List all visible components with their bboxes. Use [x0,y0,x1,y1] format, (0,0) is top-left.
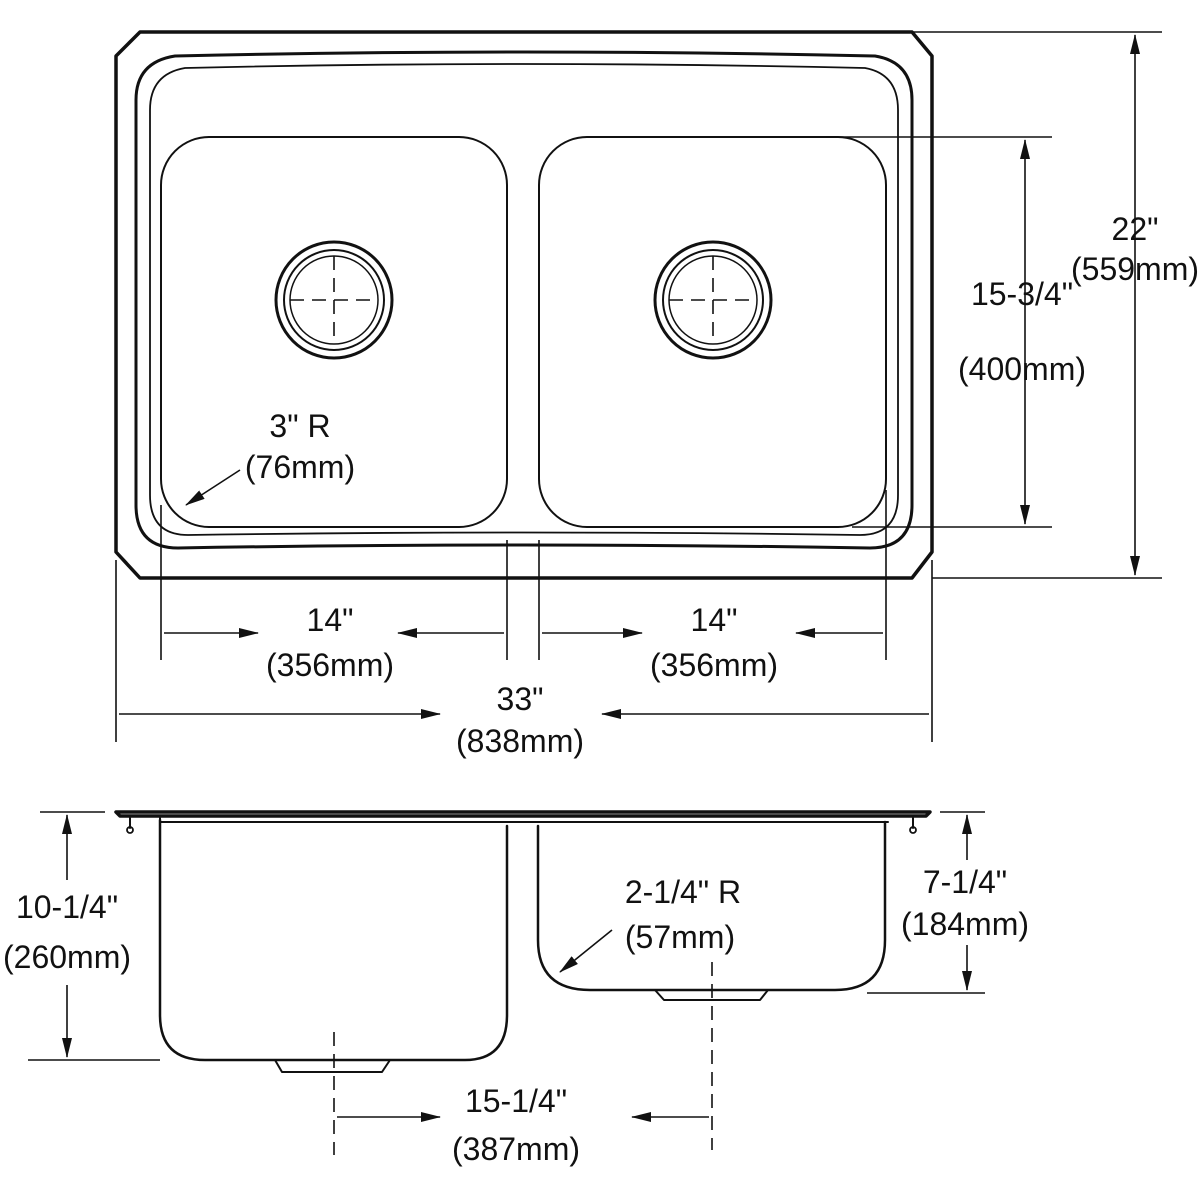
overall-depth-metric: (559mm) [1071,251,1199,287]
corner-radius-leader [185,469,241,506]
corner-radius-imperial: 3" R [269,408,330,444]
overall-depth-imperial: 22" [1112,211,1159,247]
right-depth-imperial: 7-1/4" [923,864,1007,900]
right-bowl-width-imperial: 14" [691,602,738,638]
left-depth-metric: (260mm) [3,939,131,975]
top-view: 22" (559mm) 15-3/4" (400mm) 3" R (76mm) … [114,30,1199,759]
side-view: 10-1/4" (260mm) 7-1/4" (184mm) 2-1/4" R … [3,810,1029,1167]
left-depth-imperial: 10-1/4" [16,889,118,925]
overall-width-metric: (838mm) [456,723,584,759]
left-bowl-drain-flange [274,1059,391,1073]
right-depth-metric: (184mm) [901,906,1029,942]
left-bowl-width-metric: (356mm) [266,647,394,683]
side-deck-lip [129,817,914,829]
bottom-radius-imperial: 2-1/4" R [625,874,741,910]
extension-lines-top [115,31,1162,742]
drain-spacing-imperial: 15-1/4" [465,1083,567,1119]
right-bowl-outline [538,136,887,528]
bowl-depth-imperial: 15-3/4" [971,276,1073,312]
drain-spacing-metric: (387mm) [452,1131,580,1167]
bowl-depth-metric: (400mm) [958,351,1086,387]
left-drain [274,240,394,360]
bottom-radius-leader [559,929,613,973]
right-bowl-width-metric: (356mm) [650,647,778,683]
sink-outer-rim [114,30,934,580]
right-bowl-drain-flange [654,989,769,1001]
corner-radius-metric: (76mm) [245,449,355,485]
sink-inner-rim [134,50,914,550]
left-bowl-profile [158,818,509,1062]
overall-width-imperial: 33" [497,681,544,717]
sink-rim-inner-line [149,63,899,536]
left-bowl-width-imperial: 14" [307,602,354,638]
side-deck [114,810,932,818]
extension-lines-side [28,811,985,1061]
left-bowl-outline [160,136,508,528]
left-clip [126,826,134,834]
right-drain [653,240,773,360]
right-clip [909,826,917,834]
bottom-radius-metric: (57mm) [625,919,735,955]
